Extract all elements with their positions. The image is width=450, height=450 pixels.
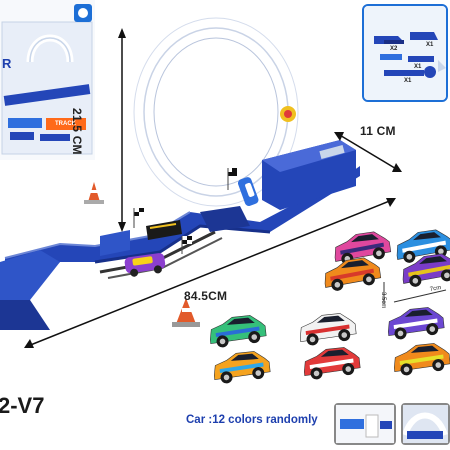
detail-inset-1-artwork <box>336 405 394 443</box>
toy-car-2 <box>396 229 450 263</box>
box-artwork <box>0 0 95 160</box>
loop-car <box>237 177 259 206</box>
cone-bottom <box>172 298 200 327</box>
parts-inset: X2 X1 X1 X1 <box>362 4 448 102</box>
loop-track <box>133 17 299 207</box>
parts-inset-artwork <box>364 6 446 100</box>
parts-label-x1-b: X1 <box>414 64 422 70</box>
toy-car-8 <box>213 351 271 384</box>
detail-inset-1 <box>334 403 396 445</box>
car-colors-note: Car :12 colors randomly <box>186 414 318 426</box>
detail-inset-2-artwork <box>402 405 448 443</box>
toy-car-3 <box>324 257 382 291</box>
toy-car-7 <box>387 307 445 340</box>
box-brand-text: R <box>2 56 12 71</box>
width-dimension-label: 11 CM <box>360 124 396 138</box>
model-code: 2-V7 <box>0 393 45 418</box>
toy-car-10 <box>393 343 450 376</box>
race-car <box>124 253 166 277</box>
car-size-markers <box>383 282 447 304</box>
width-arrow <box>334 132 402 172</box>
toy-car-9 <box>303 347 361 380</box>
height-arrow <box>118 28 126 232</box>
parts-label-x1-c: X1 <box>404 78 412 84</box>
length-dimension-label: 84.5CM <box>184 289 228 303</box>
toy-car-4 <box>402 253 450 287</box>
product-box-image: R TRACK <box>0 0 95 160</box>
toy-car-1 <box>334 231 392 265</box>
main-track <box>0 140 360 330</box>
box-track-label: TRACK <box>55 121 76 127</box>
cone-top <box>84 182 104 204</box>
length-arrow <box>24 198 396 348</box>
toy-car-6 <box>299 313 357 346</box>
toy-car-5 <box>209 315 267 348</box>
parts-label-x2: X2 <box>390 46 398 52</box>
parts-label-x1-a: X1 <box>426 42 434 48</box>
detail-inset-2 <box>401 403 450 445</box>
